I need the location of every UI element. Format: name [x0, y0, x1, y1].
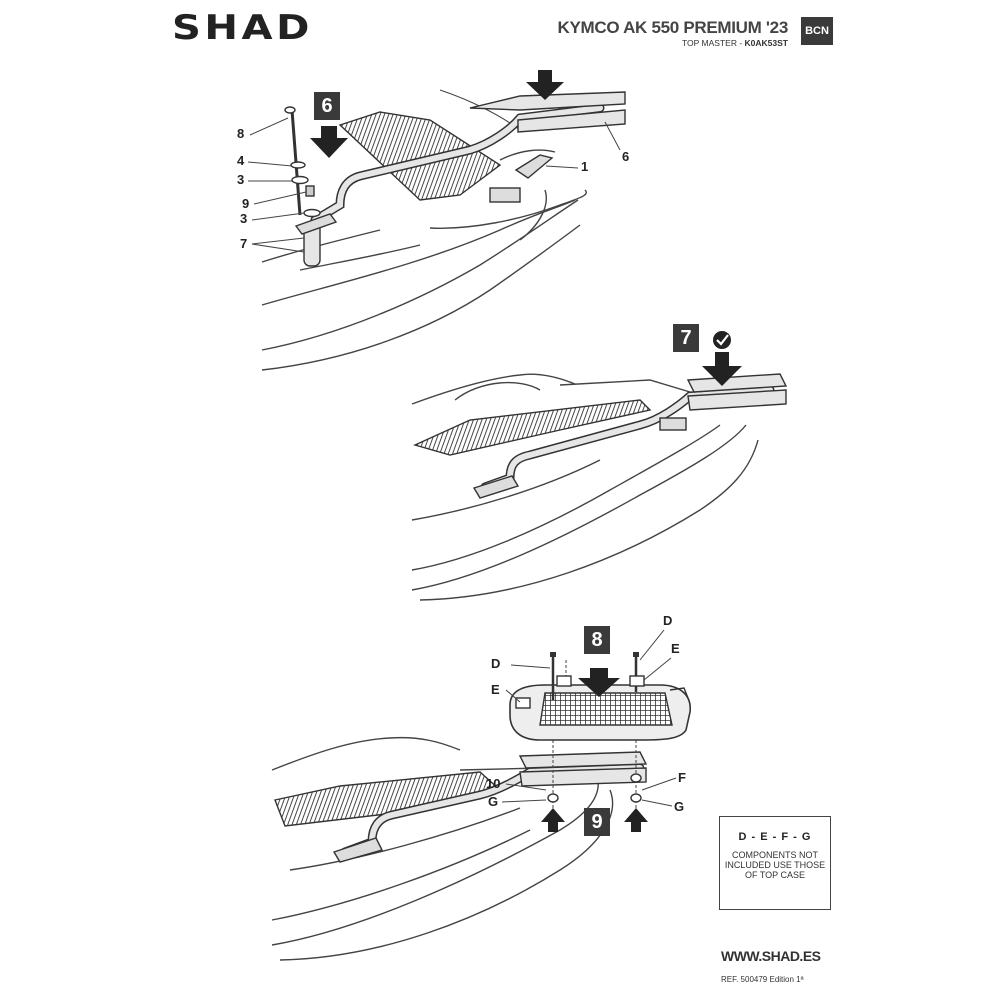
step-8-badge: 8: [584, 626, 610, 654]
note-title: D - E - F - G: [738, 831, 812, 843]
shad-logo: SHAD: [172, 8, 313, 48]
website-link[interactable]: WWW.SHAD.ES: [721, 948, 821, 964]
part-label-g-left: G: [488, 794, 499, 809]
step-9-badge: 9: [584, 808, 610, 836]
components-note: D - E - F - G COMPONENTS NOT INCLUDED US…: [719, 816, 831, 910]
part-label-f: F: [678, 770, 686, 785]
part-label-10: 10: [486, 776, 501, 791]
part-label-7: 7: [240, 236, 248, 251]
model-subtitle: TOP MASTER - K0AK53ST: [682, 38, 788, 48]
part-label-9: 9: [242, 196, 250, 211]
illustration-step-6: [247, 70, 626, 371]
model-title: KYMCO AK 550 PREMIUM '23: [557, 18, 789, 37]
part-label-3-lower: 3: [240, 211, 248, 226]
part-label-d-left: D: [491, 656, 501, 671]
part-label-g-right: G: [674, 799, 685, 814]
product-code: K0AK53ST: [744, 38, 788, 48]
part-label-8: 8: [237, 126, 245, 141]
part-label-3-upper: 3: [237, 172, 245, 187]
part-label-4: 4: [237, 153, 245, 168]
part-label-1: 1: [581, 159, 589, 174]
part-label-6: 6: [622, 149, 630, 164]
subtitle-prefix: TOP MASTER -: [682, 38, 745, 48]
reference-number: REF. 500479 Edition 1ª: [721, 975, 804, 984]
part-label-e-left: E: [491, 682, 500, 697]
step-6-badge: 6: [314, 92, 340, 120]
note-body: COMPONENTS NOT INCLUDED USE THOSE OF TOP…: [724, 850, 826, 880]
illustration-step-8-9: [271, 629, 691, 961]
illustration-step-7: [411, 331, 788, 601]
part-label-e-right: E: [671, 641, 680, 656]
step-7-badge: 7: [673, 324, 699, 352]
bcn-badge: BCN: [801, 17, 833, 45]
part-label-d-right: D: [663, 613, 673, 628]
